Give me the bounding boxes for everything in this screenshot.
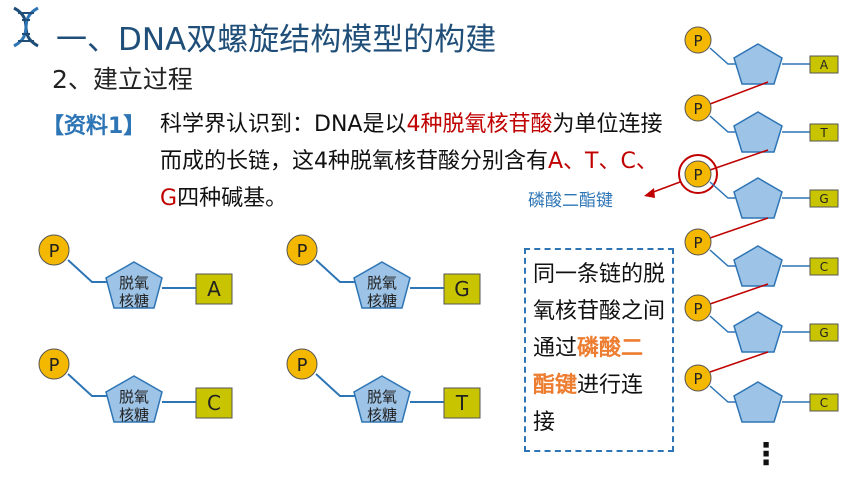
- base-label: G: [454, 277, 470, 301]
- nucleotide-c: P 脱氧 核糖 C: [38, 348, 233, 424]
- continuation-dots: ⋮: [751, 437, 781, 472]
- nucleotide-g: P 脱氧 核糖 G: [286, 234, 481, 310]
- deoxyribose-pentagon: [353, 261, 411, 309]
- chain-unit: P C: [684, 364, 839, 423]
- sugar-label-1: 脱氧: [367, 388, 397, 406]
- phosphate-label: P: [297, 355, 308, 376]
- material-highlight-1: 4种脱氧核苷酸: [406, 112, 553, 137]
- page-title: 一、DNA双螺旋结构模型的构建: [56, 22, 497, 58]
- base-label: G: [819, 326, 828, 340]
- highlight-ring: [678, 154, 718, 194]
- chain-unit: P C: [684, 228, 839, 287]
- base-label: C: [207, 391, 221, 415]
- chain-unit: P A: [684, 26, 839, 85]
- deoxyribose-pentagon: [105, 375, 163, 423]
- base-box: [195, 387, 233, 419]
- material-text-1: 科学界认识到：DNA是以: [160, 112, 407, 137]
- bond-label: 磷酸二酯键: [528, 191, 613, 211]
- chain-unit: P T: [684, 94, 839, 153]
- nucleotide-t: P 脱氧 核糖 T: [286, 348, 481, 424]
- base-label: C: [820, 396, 828, 410]
- phosphate-label: P: [693, 100, 702, 118]
- material-paragraph: 科学界认识到：DNA是以4种脱氧核苷酸为单位连接而成的长链，这4种脱氧核苷酸分别…: [160, 106, 670, 217]
- phosphate-label: P: [693, 234, 702, 252]
- nucleotide-diagrams: P 脱氧 核糖 A P 脱氧 核糖 G P 脱氧 核糖 C P 脱氧 核糖: [38, 234, 481, 424]
- callout-text-2: 进行连接: [533, 373, 644, 435]
- material-tag: 【资料1】: [42, 114, 146, 139]
- phosphate-label: P: [49, 241, 60, 262]
- callout-box: 同一条链的脱氧核苷酸之间通过磷酸二酯键进行连接: [524, 248, 674, 452]
- base-box: [195, 273, 233, 305]
- sugar-label-2: 核糖: [367, 292, 397, 310]
- base-label: C: [820, 260, 828, 274]
- phosphodiester-bond: [709, 283, 769, 305]
- base-label: G: [819, 192, 828, 206]
- phosphate-label: P: [49, 355, 60, 376]
- material-text-2: 为单位连接而成的长链，这4种脱氧核苷酸分别含有: [160, 112, 663, 174]
- deoxyribose-pentagon: [353, 375, 411, 423]
- sugar-label-2: 核糖: [119, 406, 149, 424]
- phosphate-label: P: [693, 300, 702, 318]
- dna-helix-icon: [13, 6, 39, 48]
- sugar-label-2: 核糖: [367, 406, 397, 424]
- sugar-label-1: 脱氧: [119, 274, 149, 292]
- base-box: [443, 387, 481, 419]
- base-label: A: [207, 277, 221, 301]
- dna-chain-diagram: P A P T P G P C P: [644, 26, 839, 472]
- chain-unit: P G: [678, 154, 839, 219]
- chain-unit: P G: [684, 294, 839, 353]
- section-subtitle: 2、建立过程: [52, 65, 193, 94]
- sugar-label-1: 脱氧: [367, 274, 397, 292]
- callout-highlight: 磷酸二酯键: [533, 336, 644, 398]
- base-label: T: [819, 126, 828, 140]
- phosphate-label: P: [693, 166, 702, 184]
- material-highlight-2: A、T、C、G: [160, 149, 658, 211]
- sugar-label-2: 核糖: [119, 292, 149, 310]
- callout-text-1: 同一条链的脱氧核苷酸之间通过: [533, 262, 666, 361]
- base-label: A: [820, 58, 829, 72]
- phosphodiester-bond: [709, 217, 769, 239]
- phosphodiester-bond: [709, 149, 769, 171]
- phosphodiester-bond: [709, 351, 769, 373]
- phosphate-label: P: [693, 32, 702, 50]
- phosphodiester-bond: [709, 81, 769, 105]
- material-text-3: 四种碱基。: [177, 186, 288, 211]
- sugar-label-1: 脱氧: [119, 388, 149, 406]
- base-label: T: [455, 391, 469, 415]
- nucleotide-a: P 脱氧 核糖 A: [38, 234, 233, 310]
- phosphate-label: P: [297, 241, 308, 262]
- deoxyribose-pentagon: [105, 261, 163, 309]
- base-box: [443, 273, 481, 305]
- phosphate-label: P: [693, 370, 702, 388]
